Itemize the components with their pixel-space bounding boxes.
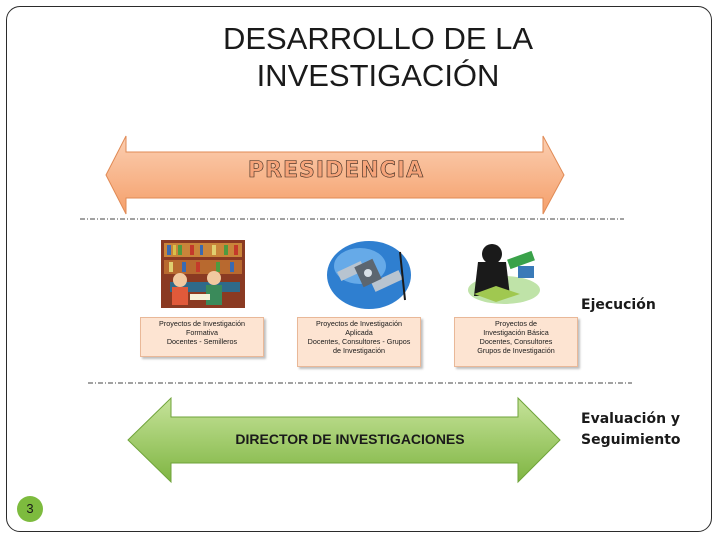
library-illustration bbox=[161, 240, 245, 308]
box-investigacion-formativa: Proyectos de Investigación Formativa Doc… bbox=[140, 317, 264, 357]
presidencia-label: PRESIDENCIA bbox=[247, 158, 425, 184]
presidencia-arrow bbox=[105, 135, 565, 215]
researcher-illustration bbox=[465, 241, 543, 307]
box-line: Proyectos de bbox=[495, 319, 537, 328]
box-investigacion-basica: Proyectos de Investigación Básica Docent… bbox=[454, 317, 578, 367]
slide-frame bbox=[6, 6, 712, 532]
box-line: Formativa bbox=[186, 328, 218, 337]
director-arrow bbox=[127, 396, 561, 484]
box-investigacion-aplicada: Proyectos de Investigación Aplicada Doce… bbox=[297, 317, 421, 367]
ejecucion-label: Ejecución bbox=[581, 295, 656, 316]
evaluacion-label: Evaluación y Seguimiento bbox=[581, 409, 681, 451]
box-line: de Investigación bbox=[333, 346, 385, 355]
ejecucion-text: Ejecución bbox=[581, 297, 656, 313]
box-line: Aplicada bbox=[345, 328, 373, 337]
box-line: Grupos de Investigación bbox=[477, 346, 555, 355]
evaluacion-line-1: Evaluación y bbox=[581, 411, 681, 427]
director-label: DIRECTOR DE INVESTIGACIONES bbox=[235, 431, 465, 447]
title-line-2: INVESTIGACIÓN bbox=[256, 58, 500, 93]
evaluacion-line-2: Seguimiento bbox=[581, 432, 681, 448]
box-line: Proyectos de Investigación bbox=[159, 319, 245, 328]
box-line: Investigación Básica bbox=[483, 328, 549, 337]
title-line-1: DESARROLLO DE LA bbox=[222, 21, 534, 56]
box-line: Docentes, Consultores bbox=[479, 337, 553, 346]
satellite-illustration bbox=[326, 240, 411, 309]
box-line: Proyectos de Investigación bbox=[316, 319, 402, 328]
slide-title: DESARROLLO DE LA INVESTIGACIÓN bbox=[120, 20, 636, 94]
box-line: Docentes - Semilleros bbox=[166, 337, 238, 346]
page-number-badge: 3 bbox=[17, 496, 43, 522]
box-line: Docentes, Consultores - Grupos bbox=[307, 337, 411, 346]
